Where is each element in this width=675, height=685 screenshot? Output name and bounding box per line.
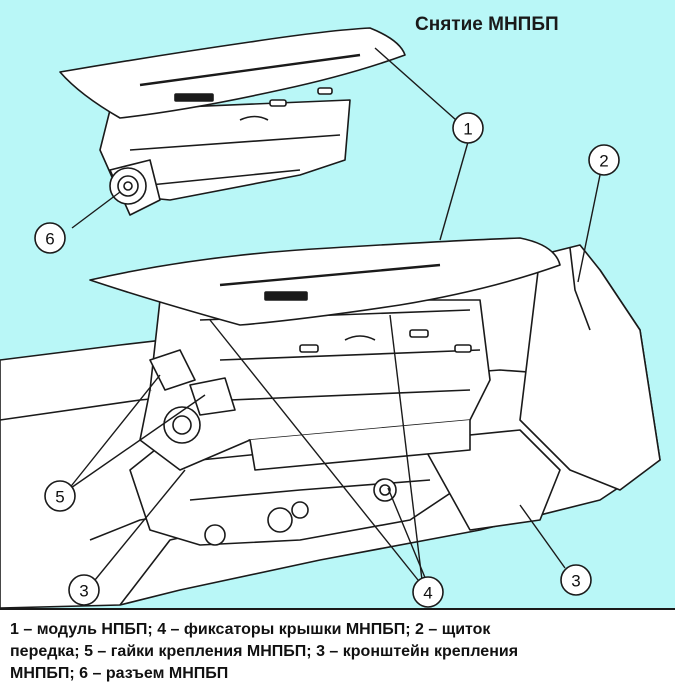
callout-label-4: 4	[423, 584, 432, 603]
callout-label-3a: 3	[79, 582, 88, 601]
callout-label-2: 2	[599, 152, 608, 171]
front-shield-part-2	[519, 244, 661, 491]
leader-lines	[67, 47, 601, 581]
callout-circle-1	[452, 112, 484, 144]
callout-circle-3a	[68, 574, 100, 606]
airbag-module-detached	[59, 27, 406, 216]
callout-circle-2	[588, 144, 620, 176]
callout-label-5: 5	[55, 488, 64, 507]
callout-circle-5	[44, 480, 76, 512]
callout-label-6: 6	[45, 230, 54, 249]
caption-line-3: МНПБП; 6 – разъем МНПБП	[10, 665, 229, 682]
callout-label-3b: 3	[571, 572, 580, 591]
callout-circle-6	[34, 222, 66, 254]
callout-circle-4	[412, 576, 444, 608]
callout-label-1: 1	[463, 120, 472, 139]
caption-line-1: 1 – модуль НПБП; 4 – фиксаторы крышки МН…	[10, 621, 491, 638]
figure-caption: 1 – модуль НПБП; 4 – фиксаторы крышки МН…	[0, 608, 675, 685]
caption-line-2: передка; 5 – гайки крепления МНПБП; 3 – …	[10, 643, 519, 660]
callout-circle-3b	[560, 564, 592, 596]
diagram-title: Снятие МНПБП	[415, 14, 559, 35]
airbag-module-installed	[89, 237, 561, 471]
airbag-removal-diagram: 1 2 6 5 3 3 4	[0, 27, 661, 608]
